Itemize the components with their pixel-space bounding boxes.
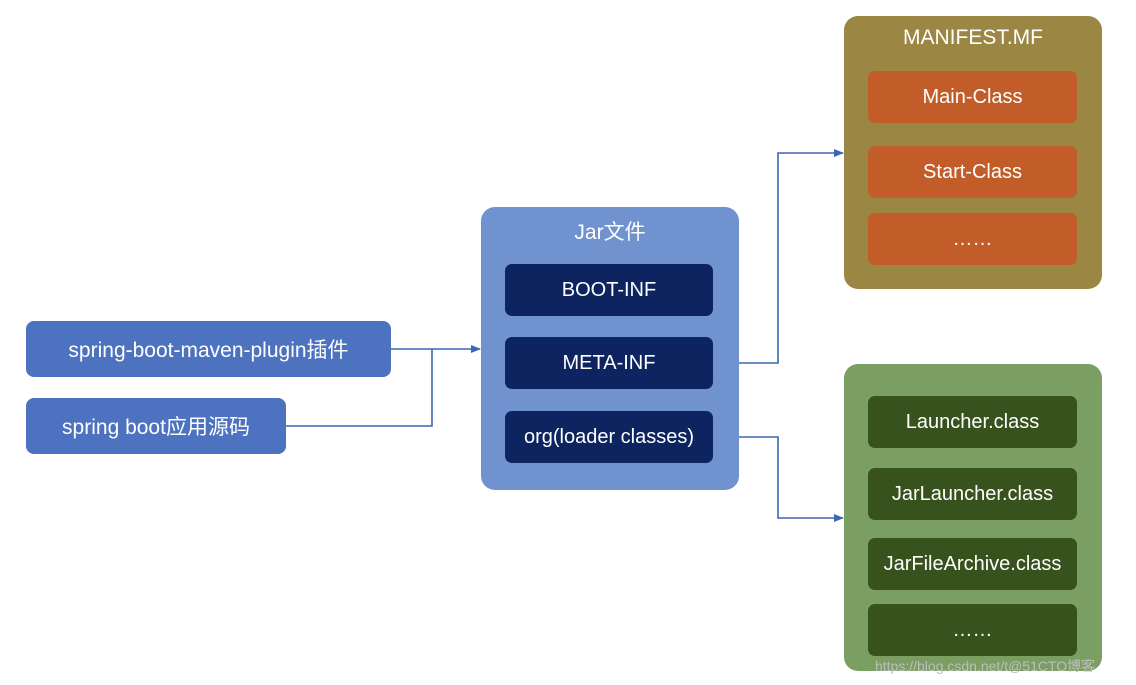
manifest-item-main-class: Main-Class bbox=[868, 71, 1077, 123]
jar-item-boot-inf: BOOT-INF bbox=[505, 264, 713, 316]
jar-title: Jar文件 bbox=[574, 221, 646, 244]
arrow-org-to-loader bbox=[713, 436, 844, 522]
manifest-item-start-class: Start-Class bbox=[868, 146, 1077, 198]
loader-item-more: …… bbox=[868, 604, 1077, 656]
manifest-title: MANIFEST.MF bbox=[903, 26, 1043, 49]
loader-item-jarlauncher: JarLauncher.class bbox=[868, 468, 1077, 520]
plugin-box: spring-boot-maven-plugin插件 bbox=[26, 321, 391, 377]
watermark-text: https://blog.csdn.net/t@51CTO博客 bbox=[875, 658, 1096, 674]
jar-item-meta-inf: META-INF bbox=[505, 337, 713, 389]
app-source-box: spring boot应用源码 bbox=[26, 398, 286, 454]
jar-item-org-loader-classes: org(loader classes) bbox=[505, 411, 713, 463]
arrow-meta-inf-to-manifest bbox=[713, 149, 844, 364]
loader-item-launcher: Launcher.class bbox=[868, 396, 1077, 448]
manifest-item-more: …… bbox=[868, 213, 1077, 265]
connector-source-to-jar bbox=[286, 349, 433, 427]
loader-item-jarfilearchive: JarFileArchive.class bbox=[868, 538, 1077, 590]
